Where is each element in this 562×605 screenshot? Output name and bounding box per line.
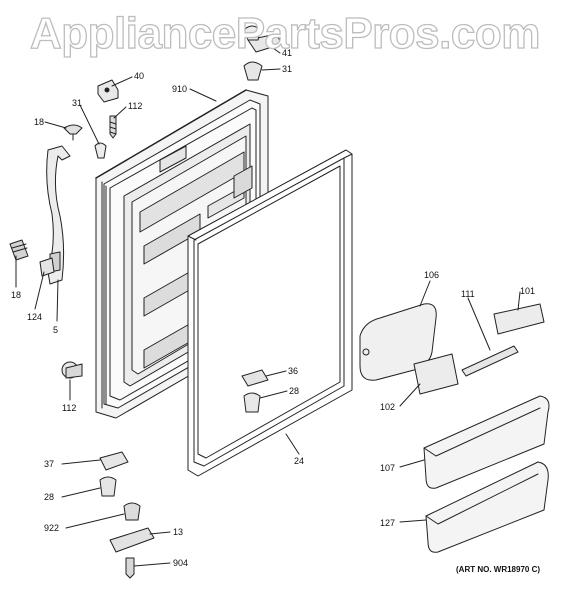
- art-number: (ART NO. WR18970 C): [456, 565, 540, 574]
- callout-111: 111: [461, 289, 475, 299]
- watermark: AppliancePartsPros.com: [29, 4, 550, 64]
- bushing-28: [243, 392, 261, 413]
- callout-112-top: 112: [128, 101, 142, 111]
- callout-5: 5: [53, 325, 58, 335]
- callout-127: 127: [380, 518, 395, 528]
- bracket-102: [413, 353, 459, 395]
- bushing-28-bottom: [99, 476, 117, 497]
- cover-36: [241, 369, 269, 387]
- dairy-door-106: [359, 303, 437, 381]
- callout-13: 13: [173, 527, 183, 537]
- bracket-101: [493, 303, 545, 335]
- callout-102: 102: [380, 402, 395, 412]
- screw-904: [125, 557, 135, 579]
- hinge-pin-922: [123, 502, 141, 521]
- door-bin-107: [423, 395, 550, 489]
- trim-111: [461, 345, 519, 377]
- callout-40: 40: [134, 71, 144, 81]
- callout-24: 24: [294, 456, 304, 466]
- door-gasket: [187, 149, 353, 477]
- callout-112-bottom: 112: [62, 403, 76, 413]
- cover-37: [99, 451, 129, 471]
- handle-5: [46, 145, 71, 285]
- leader-lines: [15, 45, 521, 567]
- callout-124: 124: [27, 312, 42, 322]
- callout-37: 37: [44, 459, 54, 469]
- callout-106: 106: [424, 270, 439, 280]
- callout-910: 910: [172, 84, 187, 94]
- plug-31-right: [243, 61, 263, 81]
- watermark-text: AppliancePartsPros.com: [29, 8, 541, 58]
- cap-18: [63, 124, 83, 135]
- callout-904: 904: [173, 558, 188, 568]
- hinge-13: [109, 527, 155, 553]
- callout-28-middle: 28: [289, 386, 299, 396]
- callout-18-top: 18: [34, 117, 44, 127]
- plug-31: [94, 142, 107, 159]
- callout-18-bottom: 18: [11, 290, 21, 300]
- callout-labels: 40 41 31 910 31 112 18 18 124 5 112 36 2…: [11, 48, 540, 574]
- callout-107: 107: [380, 463, 395, 473]
- callout-922: 922: [44, 523, 59, 533]
- callout-36: 36: [288, 366, 298, 376]
- callout-41: 41: [282, 48, 292, 58]
- callout-28-bottom: 28: [44, 492, 54, 502]
- callout-101: 101: [520, 286, 535, 296]
- callout-31-right: 31: [282, 64, 292, 74]
- clip-124: [39, 257, 55, 277]
- callout-31-left: 31: [72, 98, 82, 108]
